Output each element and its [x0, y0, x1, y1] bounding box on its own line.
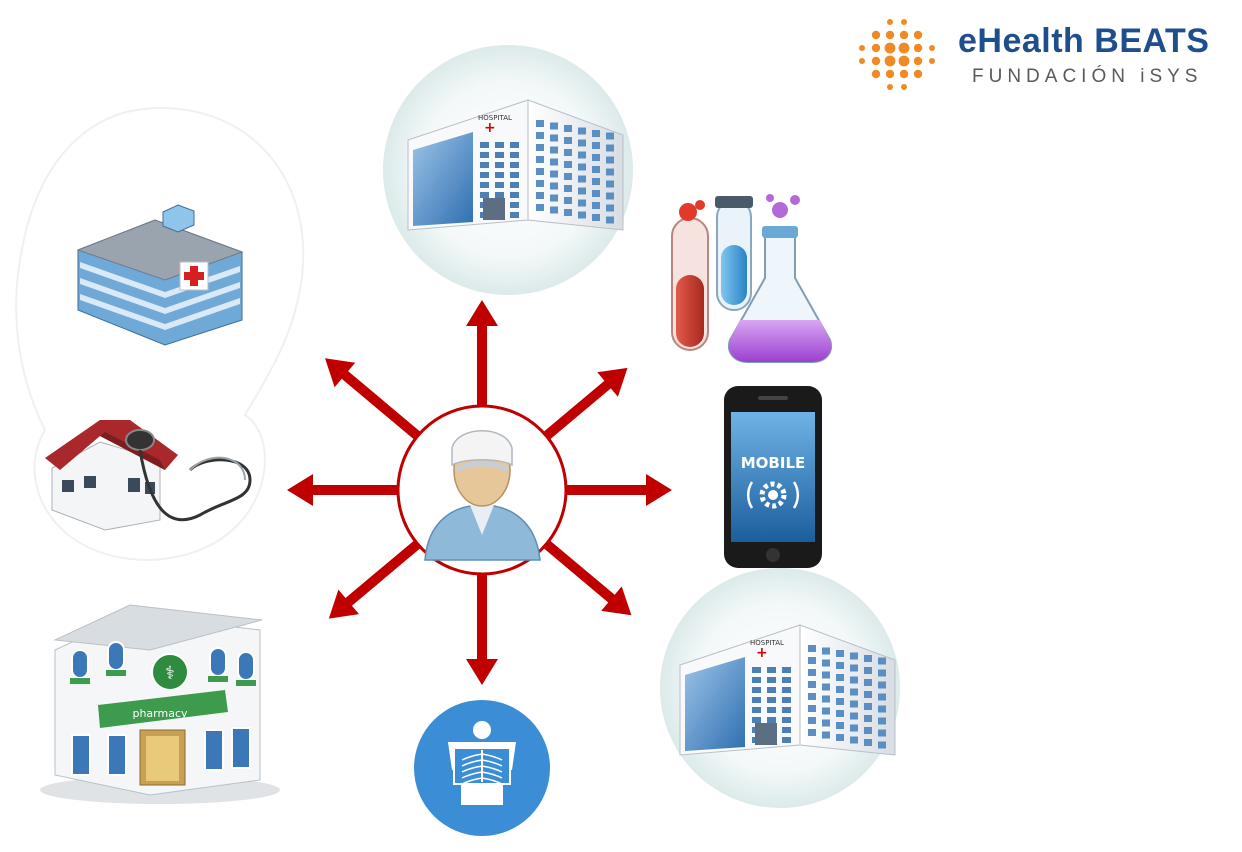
logo-dot [884, 55, 896, 67]
pharmacy-building-icon: pharmacy ⚕ [40, 604, 280, 804]
pharmacy-node[interactable]: pharmacy ⚕ [40, 604, 280, 804]
hospital-top-node[interactable]: HOSPITAL + [407, 99, 624, 231]
logo-dot [871, 69, 881, 79]
logo-dot [899, 30, 909, 40]
logo-dot [929, 58, 935, 64]
logo-dot [901, 84, 907, 90]
arrow-down-left [328, 540, 421, 619]
mobile-label: MOBILE [741, 454, 806, 472]
logo-dot [899, 69, 909, 79]
logo-dot [871, 56, 881, 66]
logo-dot [898, 42, 910, 54]
logo-dot [898, 55, 910, 67]
xray-node[interactable] [414, 700, 550, 836]
clinic-node[interactable] [76, 204, 244, 346]
svg-text:⚕: ⚕ [165, 663, 175, 684]
logo-title: eHealth BEATS [958, 22, 1210, 60]
logo-dot [871, 43, 881, 53]
logo-dot [871, 30, 881, 40]
arrow-down [466, 574, 498, 685]
svg-text:+: + [484, 120, 496, 136]
xray-icon [448, 721, 516, 805]
logo-dot [885, 69, 895, 79]
home-monitoring-node[interactable] [45, 420, 252, 531]
logo-dot [859, 45, 865, 51]
center-patient-node[interactable] [396, 404, 568, 576]
mobile-phone-node[interactable]: MOBILE [724, 386, 822, 568]
logo-dot [901, 19, 907, 25]
hospital-building-icon: HOSPITAL + [679, 624, 896, 756]
logo-subtitle: FUNDACIÓN iSYS [972, 66, 1203, 87]
logo-dot [887, 19, 893, 25]
hospital-sign-text: HOSPITAL [478, 114, 512, 122]
test-tubes-icon [671, 194, 832, 363]
arrow-down-right [543, 540, 632, 616]
arrow-left [287, 474, 398, 506]
logo-dot [913, 43, 923, 53]
logo-dot [913, 56, 923, 66]
hospital-building-icon: HOSPITAL + [407, 99, 624, 231]
gear-icon [747, 481, 799, 509]
orange-dots-logo-icon [859, 19, 935, 90]
ehealth-beats-logo: eHealth BEATS FUNDACIÓN iSYS [852, 14, 1232, 100]
arrow-up [466, 300, 498, 406]
pharmacy-sign-text: pharmacy [132, 707, 188, 720]
hospital-sign-text: HOSPITAL [750, 639, 784, 647]
mobile-phone-icon: MOBILE [724, 386, 822, 568]
hospital-bottom-right-node[interactable]: HOSPITAL + [679, 624, 896, 756]
clinic-building-icon [76, 204, 244, 346]
arrow-up-right [543, 367, 628, 440]
house-stethoscope-icon [45, 420, 252, 531]
logo-dot [884, 42, 896, 54]
svg-text:+: + [756, 645, 768, 661]
logo-dot [887, 84, 893, 90]
logo-dot [859, 58, 865, 64]
logo-dot [913, 30, 923, 40]
logo-dot [929, 45, 935, 51]
arrow-right [566, 474, 672, 506]
arrows-group [287, 300, 672, 685]
logo-dot [913, 69, 923, 79]
logo-dot [885, 30, 895, 40]
lab-tubes-node[interactable] [671, 194, 832, 363]
arrow-up-left [325, 358, 421, 440]
patient-with-bandage-icon [424, 430, 541, 561]
